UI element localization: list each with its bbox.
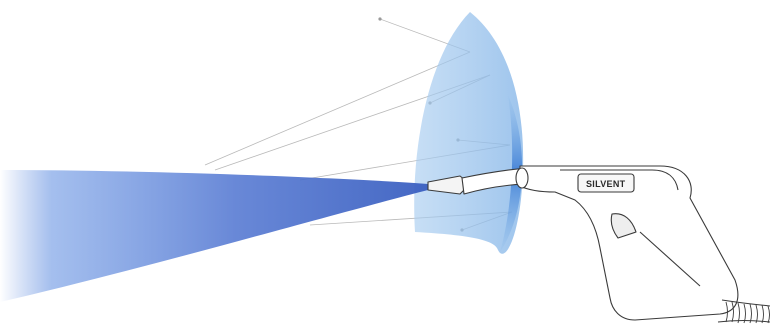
hose-outline bbox=[721, 299, 770, 307]
brand-plate bbox=[577, 173, 635, 193]
gun-body bbox=[519, 165, 739, 321]
hose-outline bbox=[717, 320, 770, 323]
leader-line bbox=[204, 51, 471, 166]
body-ridge bbox=[560, 169, 679, 191]
air-gun-icon bbox=[427, 165, 739, 321]
trigger bbox=[610, 213, 637, 239]
hose-coils bbox=[725, 301, 770, 324]
brand-label: SILVENT bbox=[586, 179, 626, 189]
neck-ring bbox=[515, 167, 529, 189]
air-shield-ring bbox=[500, 95, 523, 252]
air-shield-icon bbox=[414, 12, 524, 254]
air-jet-icon bbox=[0, 170, 428, 302]
hose-icon bbox=[717, 299, 770, 324]
handle-groove bbox=[639, 231, 701, 287]
leader-dot bbox=[378, 17, 382, 21]
